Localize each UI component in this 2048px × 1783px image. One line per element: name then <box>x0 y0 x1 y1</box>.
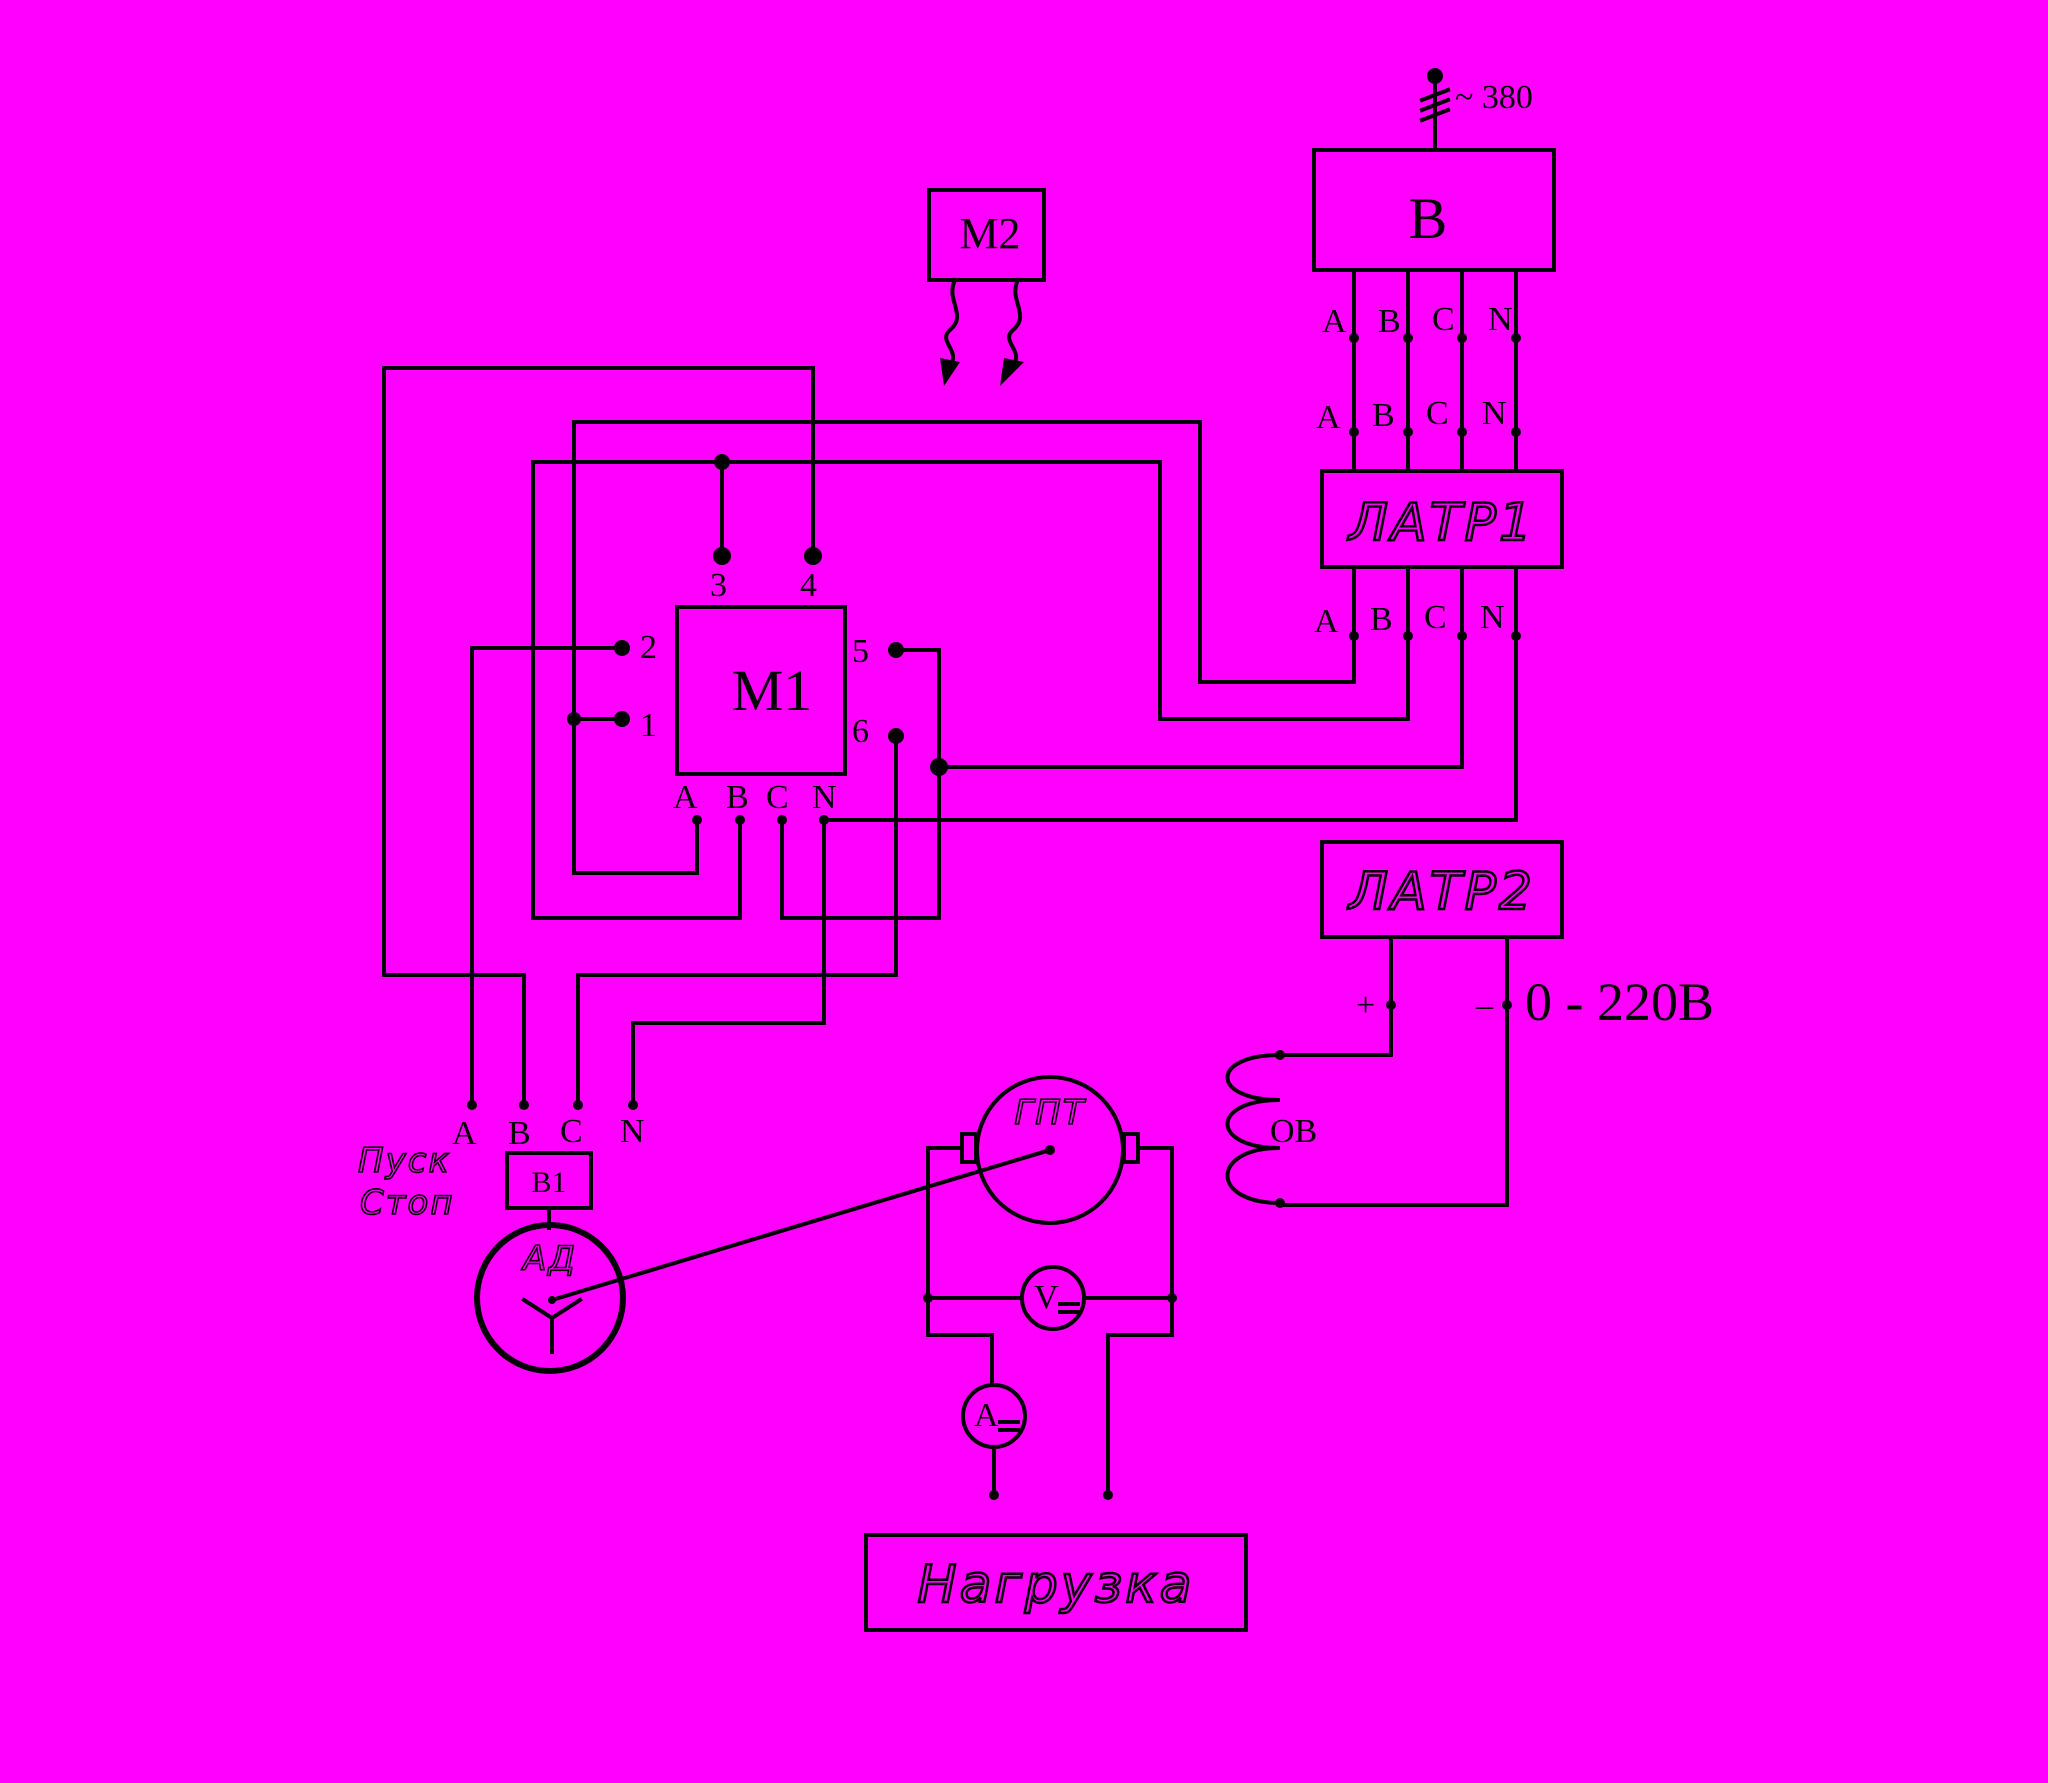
generator-dc: ГПТ <box>926 1075 1174 1497</box>
phase-label-c: C <box>766 779 789 816</box>
phase-label-n: N <box>1488 301 1513 338</box>
m1-terminal-5: 5 <box>852 633 869 670</box>
phase-label-a: A <box>1314 603 1339 640</box>
load-label: Нагрузка <box>918 1555 1195 1615</box>
switch-label: В1 <box>531 1166 566 1199</box>
phase-label-b: B <box>1378 303 1401 340</box>
phase-label-c: C <box>1432 301 1455 338</box>
m1-terminal-2: 2 <box>640 629 657 666</box>
phase-label-n: N <box>1482 395 1507 432</box>
load-block: Нагрузка <box>864 1533 1248 1632</box>
latr2-block: ЛАТР2 + – 0 - 220В <box>1320 840 1714 1207</box>
phase-label-n: N <box>620 1113 645 1150</box>
phase-label-b: B <box>508 1115 531 1152</box>
ammeter: A <box>961 1383 1113 1500</box>
latr2-label: ЛАТР2 <box>1347 862 1535 922</box>
shaft-coupling <box>549 1147 1053 1303</box>
latr1-block: ЛАТР1 <box>1320 469 1564 569</box>
m1-label: M1 <box>732 658 813 723</box>
start-stop-switch: В1 Пуск Стоп <box>357 1140 593 1230</box>
supply-input: ~ 380 <box>1419 68 1533 152</box>
voltmeter: V <box>923 1265 1177 1331</box>
field-winding: ОВ <box>1225 1050 1509 1208</box>
switch-caption-start: Пуск <box>358 1141 451 1181</box>
m1-terminal-1: 1 <box>640 707 657 744</box>
motor-label: АД <box>521 1239 577 1279</box>
phase-label-a: A <box>452 1115 477 1152</box>
supply-block-b: B <box>1312 148 1556 272</box>
phase-label-a: A <box>1316 399 1341 436</box>
switch-caption-stop: Стоп <box>360 1183 455 1223</box>
latr1-label: ЛАТР1 <box>1347 493 1535 553</box>
phase-label-b: B <box>1372 397 1395 434</box>
phase-label-a: A <box>1322 303 1347 340</box>
m2-block: M2 <box>927 188 1046 386</box>
dc-minus-label: – <box>1475 987 1494 1024</box>
generator-label: ГПТ <box>1014 1093 1086 1133</box>
dc-plus-label: + <box>1356 987 1375 1024</box>
m1-terminal-6: 6 <box>852 713 869 750</box>
phase-label-c: C <box>560 1113 583 1150</box>
supply-block-label: B <box>1409 186 1448 251</box>
phase-label-b: B <box>726 779 749 816</box>
m1-block: M1 <box>675 605 847 776</box>
phase-label-n: N <box>1480 599 1505 636</box>
phase-label-b: B <box>1370 601 1393 638</box>
m1-terminal-3: 3 <box>710 567 727 604</box>
bus-b-to-latr1: A B C N A B C N <box>1316 268 1521 473</box>
supply-voltage-label: ~ 380 <box>1455 79 1533 116</box>
m2-label: M2 <box>959 209 1020 258</box>
ammeter-label: A <box>974 1397 999 1434</box>
m1-terminal-4: 4 <box>800 567 817 604</box>
phase-label-n: N <box>812 779 837 816</box>
phase-label-a: A <box>673 779 698 816</box>
phase-label-c: C <box>1426 395 1449 432</box>
field-winding-label: ОВ <box>1270 1113 1317 1150</box>
motor-input-terminals: A B C N <box>452 1100 645 1152</box>
voltmeter-label: V <box>1034 1279 1059 1316</box>
phase-label-c: C <box>1424 599 1447 636</box>
dc-range-label: 0 - 220В <box>1525 972 1714 1032</box>
m1-wiring <box>382 366 948 1107</box>
induction-motor: АД <box>474 1222 626 1374</box>
